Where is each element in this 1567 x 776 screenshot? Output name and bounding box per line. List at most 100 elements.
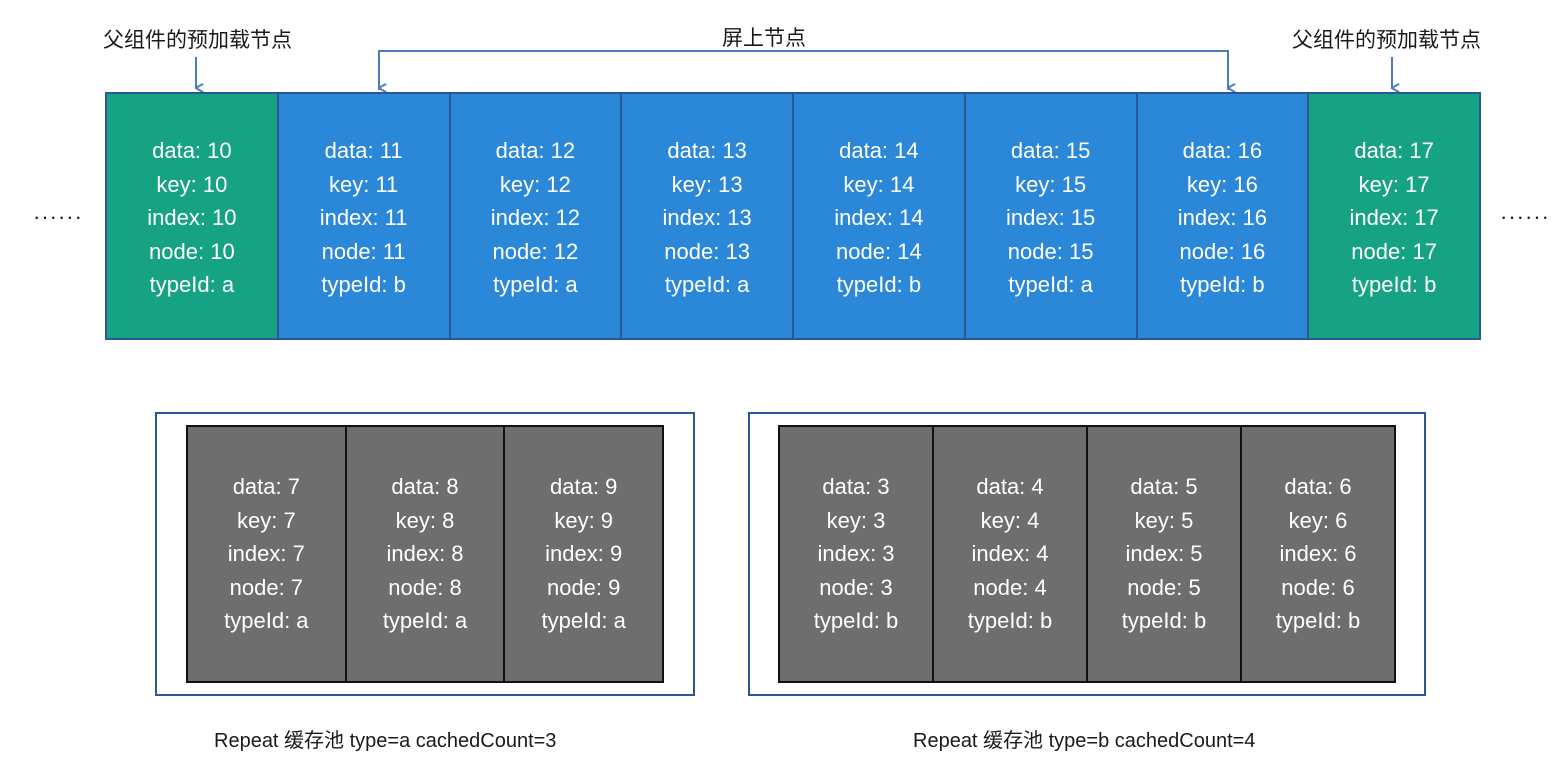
field-key: key: 5 bbox=[1134, 507, 1194, 533]
field-data: data: 9 bbox=[550, 474, 618, 500]
field-index: index: 11 bbox=[319, 205, 408, 231]
pool-b-cell-0: data: 3 key: 3 index: 3 node: 3 typeId: b bbox=[780, 427, 934, 681]
field-typeId: typeId: a bbox=[382, 608, 468, 634]
field-node: node: 17 bbox=[1351, 238, 1437, 264]
field-data: data: 13 bbox=[667, 138, 747, 164]
field-index: index: 10 bbox=[147, 205, 237, 231]
node-cell-0: data: 10 key: 10 index: 10 node: 10 typeId: … bbox=[107, 94, 279, 338]
field-typeId: typeId: b bbox=[967, 608, 1053, 634]
field-index: index: 14 bbox=[834, 205, 924, 231]
field-key: key: 10 bbox=[156, 171, 228, 197]
field-node: node: 13 bbox=[664, 238, 750, 264]
cache-pool-a-caption: Repeat 缓存池 type=a cachedCount=3 bbox=[214, 730, 557, 752]
field-index: index: 12 bbox=[490, 205, 581, 231]
pool-a-cell-1: data: 8 key: 8 index: 8 node: 8 typeId: a bbox=[346, 427, 506, 681]
field-data: data: 10 bbox=[152, 138, 232, 164]
field-key: key: 7 bbox=[236, 507, 296, 533]
node-cell-6: data: 16 key: 16 index: 16 node: 16 typeId: … bbox=[1137, 94, 1310, 338]
field-index: index: 9 bbox=[545, 541, 623, 567]
field-node: node: 4 bbox=[973, 574, 1047, 600]
field-node: node: 3 bbox=[819, 574, 893, 600]
field-typeId: typeId: b bbox=[1351, 272, 1437, 298]
field-node: node: 16 bbox=[1179, 238, 1266, 264]
field-typeId: typeId: a bbox=[664, 272, 750, 298]
right-preload-label: 父组件的预加载节点 bbox=[1292, 29, 1481, 52]
field-data: data: 5 bbox=[1130, 474, 1198, 500]
field-typeId: typeId: a bbox=[1008, 272, 1093, 298]
field-typeId: typeId: a bbox=[493, 272, 578, 298]
field-typeId: typeId: b bbox=[1121, 608, 1207, 634]
field-key: key: 3 bbox=[826, 507, 886, 533]
field-key: key: 16 bbox=[1186, 171, 1258, 197]
field-typeId: typeId: b bbox=[1180, 272, 1265, 298]
field-typeId: typeId: a bbox=[224, 608, 309, 634]
field-key: key: 9 bbox=[554, 507, 614, 533]
field-index: index: 5 bbox=[1125, 541, 1203, 567]
pool-b-cell-2: data: 5 key: 5 index: 5 node: 5 typeId: b bbox=[1088, 427, 1242, 681]
field-index: index: 7 bbox=[227, 541, 305, 567]
node-cell-4: data: 14 key: 14 index: 14 node: 14 typeId: … bbox=[794, 94, 966, 338]
field-index: index: 3 bbox=[817, 541, 895, 567]
field-node: node: 15 bbox=[1007, 238, 1094, 264]
node-strip: data: 10 key: 10 index: 10 node: 10 typeId: … bbox=[105, 92, 1481, 340]
node-cell-1: data: 11 key: 11 index: 11 node: 11 typeId: … bbox=[278, 94, 451, 338]
field-typeId: typeId: b bbox=[813, 608, 899, 634]
field-node: node: 9 bbox=[546, 574, 621, 600]
field-data: data: 12 bbox=[495, 138, 576, 164]
field-typeId: typeId: b bbox=[321, 272, 406, 298]
field-data: data: 16 bbox=[1182, 138, 1263, 164]
node-cell-7: data: 17 key: 17 index: 17 node: 17 typeId: … bbox=[1309, 94, 1479, 338]
field-data: data: 8 bbox=[391, 474, 459, 500]
field-index: index: 13 bbox=[662, 205, 752, 231]
field-key: key: 4 bbox=[980, 507, 1040, 533]
cache-pool-b-caption: Repeat 缓存池 type=b cachedCount=4 bbox=[913, 730, 1256, 752]
field-key: key: 17 bbox=[1358, 171, 1430, 197]
field-index: index: 17 bbox=[1349, 205, 1439, 231]
field-node: node: 12 bbox=[492, 238, 579, 264]
field-data: data: 14 bbox=[839, 138, 919, 164]
field-index: index: 8 bbox=[386, 541, 464, 567]
field-node: node: 7 bbox=[229, 574, 304, 600]
field-node: node: 6 bbox=[1281, 574, 1355, 600]
field-key: key: 14 bbox=[843, 171, 915, 197]
field-node: node: 5 bbox=[1127, 574, 1201, 600]
left-preload-label: 父组件的预加载节点 bbox=[103, 29, 292, 52]
field-typeId: typeId: b bbox=[1275, 608, 1361, 634]
field-node: node: 14 bbox=[836, 238, 922, 264]
field-key: key: 11 bbox=[328, 171, 399, 197]
field-data: data: 6 bbox=[1284, 474, 1352, 500]
pool-a-cell-0: data: 7 key: 7 index: 7 node: 7 typeId: a bbox=[188, 427, 347, 681]
field-key: key: 15 bbox=[1015, 171, 1087, 197]
ellipsis-left: ······ bbox=[33, 204, 83, 229]
node-cell-3: data: 13 key: 13 index: 13 node: 13 typeId: … bbox=[622, 94, 794, 338]
field-typeId: typeId: b bbox=[836, 272, 922, 298]
node-cell-2: data: 12 key: 12 index: 12 node: 12 typeId: … bbox=[450, 94, 623, 338]
field-index: index: 16 bbox=[1177, 205, 1268, 231]
field-index: index: 6 bbox=[1279, 541, 1357, 567]
field-node: node: 10 bbox=[149, 238, 235, 264]
pool-b-cell-3: data: 6 key: 6 index: 6 node: 6 typeId: b bbox=[1242, 427, 1394, 681]
ellipsis-right: ······ bbox=[1500, 204, 1550, 229]
field-key: key: 8 bbox=[395, 507, 455, 533]
field-key: key: 13 bbox=[671, 171, 743, 197]
field-key: key: 12 bbox=[499, 171, 571, 197]
field-data: data: 4 bbox=[976, 474, 1044, 500]
field-typeId: typeId: a bbox=[541, 608, 626, 634]
field-data: data: 3 bbox=[822, 474, 890, 500]
onscreen-nodes-label: 屏上节点 bbox=[722, 27, 806, 50]
field-key: key: 6 bbox=[1288, 507, 1348, 533]
onscreen-bracket-arrow bbox=[379, 50, 1228, 90]
field-data: data: 17 bbox=[1354, 138, 1434, 164]
field-typeId: typeId: a bbox=[149, 272, 235, 298]
field-node: node: 11 bbox=[321, 238, 406, 264]
field-data: data: 7 bbox=[232, 474, 300, 500]
field-data: data: 11 bbox=[324, 138, 403, 164]
field-data: data: 15 bbox=[1010, 138, 1091, 164]
field-node: node: 8 bbox=[388, 574, 462, 600]
